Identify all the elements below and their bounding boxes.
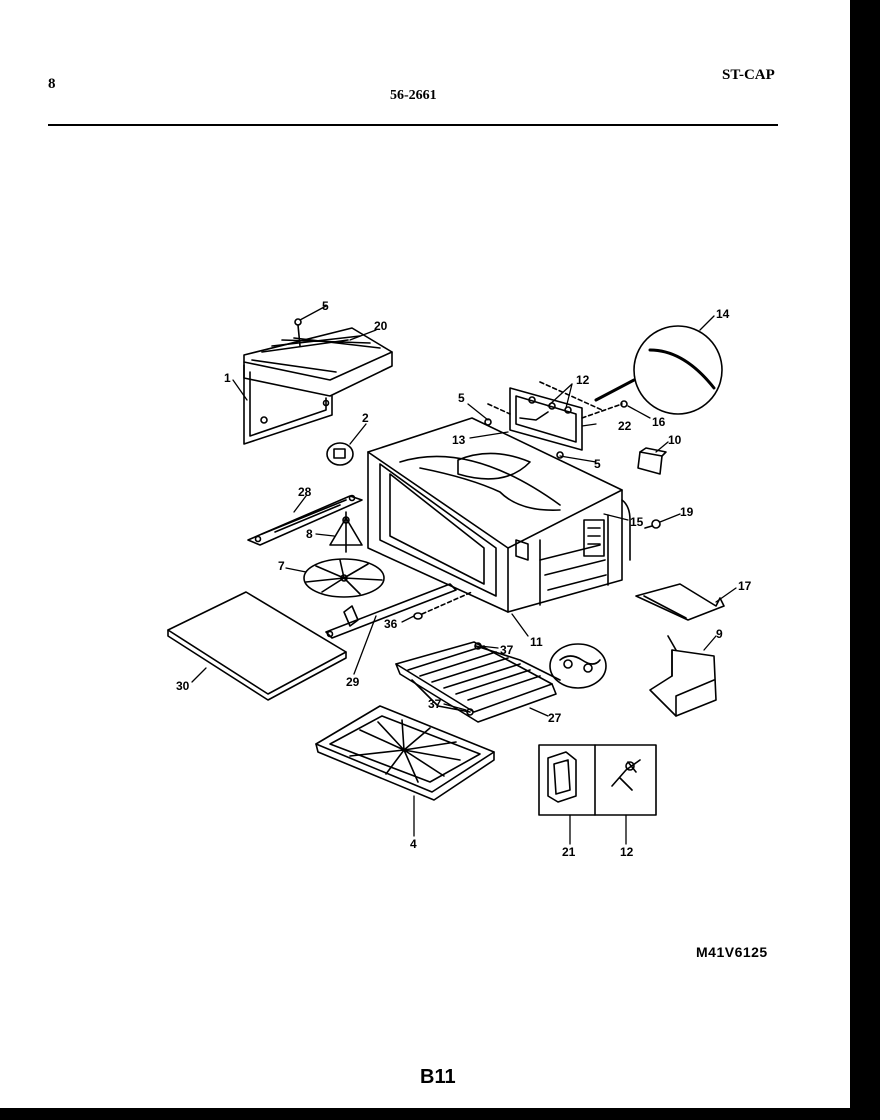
callout-5-top: 5 bbox=[322, 299, 329, 313]
part-28-stirrer-bracket bbox=[247, 494, 363, 546]
part-2-clip bbox=[326, 442, 354, 466]
callout-22: 22 bbox=[618, 419, 632, 433]
part-9-duct bbox=[649, 635, 717, 717]
page-code: B11 bbox=[420, 1066, 456, 1088]
header-rule bbox=[48, 124, 778, 126]
callout-9: 9 bbox=[716, 627, 723, 641]
part-1-side-bracket bbox=[243, 364, 333, 445]
part-30-cover-plate bbox=[167, 591, 347, 701]
model-number: 56-2661 bbox=[390, 88, 437, 103]
part-7-stirrer-fan bbox=[303, 558, 385, 598]
drawing-code: M41V6125 bbox=[696, 944, 768, 960]
callout-8: 8 bbox=[306, 527, 313, 541]
callout-13: 13 bbox=[452, 433, 466, 447]
callout-5-right: 5 bbox=[594, 457, 601, 471]
callout-5-panel: 5 bbox=[458, 391, 465, 405]
callout-labels: 5 20 1 2 5 13 12 14 16 22 5 10 15 19 28 … bbox=[176, 299, 752, 859]
callout-21: 21 bbox=[562, 845, 576, 859]
part-17-air-guide bbox=[635, 583, 725, 621]
exploded-view-drawing: 5 20 1 2 5 13 12 14 16 22 5 10 15 19 28 … bbox=[167, 299, 752, 859]
part-19-screw bbox=[644, 519, 661, 529]
callout-17: 17 bbox=[738, 579, 752, 593]
part-14-detail-circle bbox=[594, 325, 723, 415]
part-27-rack bbox=[395, 641, 557, 723]
callout-16: 16 bbox=[652, 415, 666, 429]
part-4-tray bbox=[315, 705, 495, 801]
part-37-rack-support bbox=[411, 642, 561, 716]
callout-36: 36 bbox=[384, 617, 398, 631]
callout-12-kit: 12 bbox=[620, 845, 634, 859]
part-36-screw bbox=[413, 591, 473, 620]
rack-detail-oval bbox=[549, 643, 607, 689]
callout-7: 7 bbox=[278, 559, 285, 573]
part-29-rail bbox=[325, 583, 457, 639]
part-22-panel-bracket bbox=[484, 381, 628, 459]
callout-30: 30 bbox=[176, 679, 190, 693]
callout-11: 11 bbox=[530, 635, 543, 649]
callout-19: 19 bbox=[680, 505, 694, 519]
scan-edge-bottom bbox=[0, 1108, 880, 1120]
leader-lines bbox=[191, 305, 737, 845]
scan-edge-right bbox=[850, 0, 880, 1120]
callout-37-right: 37 bbox=[500, 643, 514, 657]
cabinet-frame bbox=[367, 417, 631, 613]
callout-28: 28 bbox=[298, 485, 312, 499]
part-10-bracket bbox=[637, 447, 667, 475]
callout-20: 20 bbox=[374, 319, 388, 333]
callout-4: 4 bbox=[410, 837, 417, 851]
callout-15: 15 bbox=[630, 515, 644, 529]
page-number: 8 bbox=[48, 76, 56, 92]
part-8-stirrer-mount bbox=[329, 511, 363, 553]
section-code: ST-CAP bbox=[722, 67, 775, 83]
callout-1: 1 bbox=[224, 371, 231, 385]
callout-29: 29 bbox=[346, 675, 360, 689]
callout-14: 14 bbox=[716, 307, 730, 321]
callout-2: 2 bbox=[362, 411, 369, 425]
part-kit-box bbox=[538, 744, 657, 816]
callout-27: 27 bbox=[548, 711, 562, 725]
part-20-top-cover bbox=[243, 318, 393, 397]
callout-10: 10 bbox=[668, 433, 682, 447]
callout-37-left: 37 bbox=[428, 697, 442, 711]
callout-12-top: 12 bbox=[576, 373, 590, 387]
